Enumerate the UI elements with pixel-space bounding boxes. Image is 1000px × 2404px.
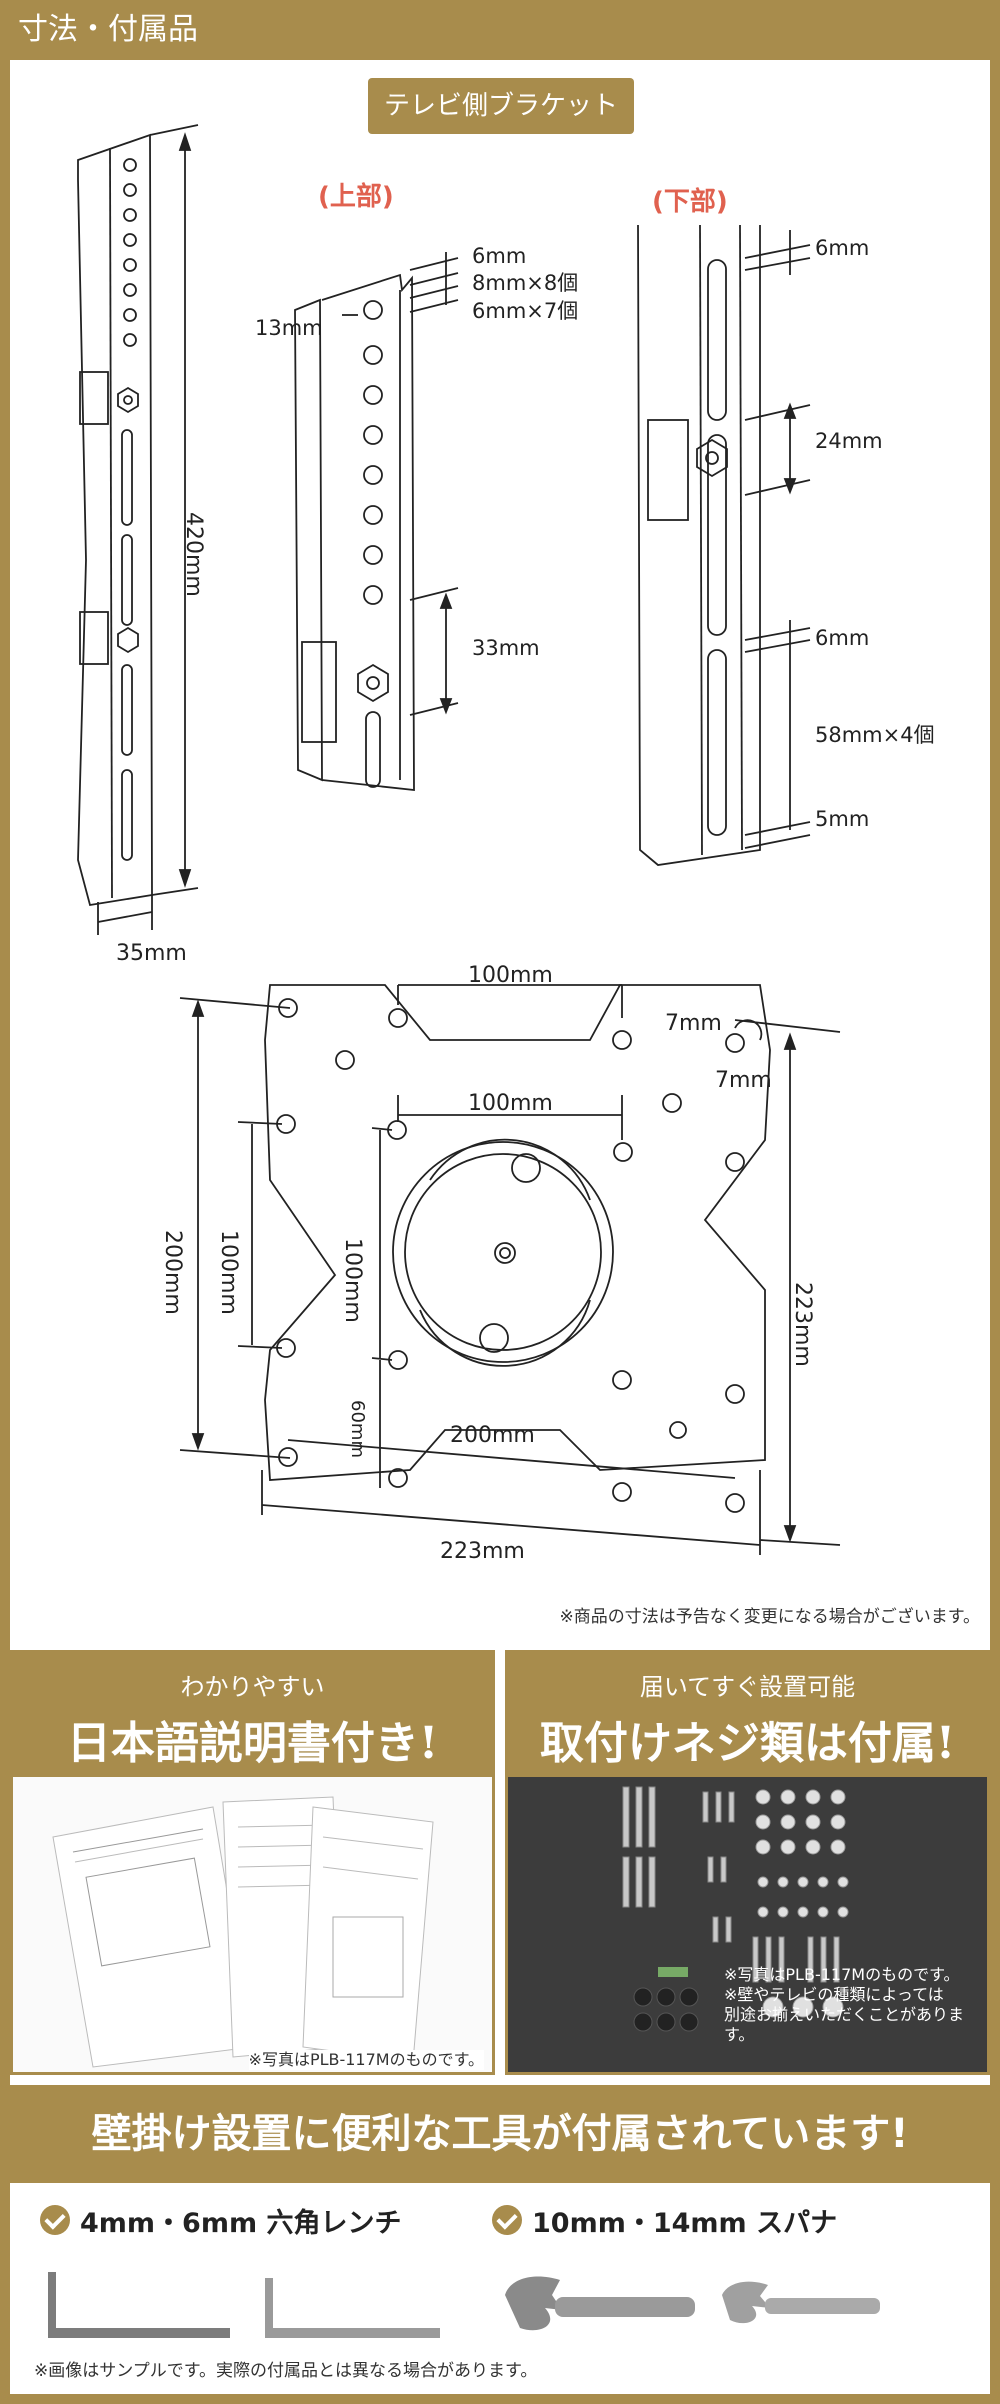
top-dim-6mm: 6mm (472, 244, 526, 268)
bottom-dim-58mm: 58mm×4個 (815, 723, 935, 747)
bottom-dim-6mm-2: 6mm (815, 626, 869, 650)
dimension-drawing: (上部) (下部) 420mm 35mm 6mm 8mm×8個 6mm×7個 1… (77, 124, 935, 1564)
plate-left-inner: 100mm (216, 1230, 241, 1315)
manual-sheet-3 (302, 1806, 434, 2063)
check-icon (492, 2205, 522, 2235)
manual-sheet-1 (52, 1806, 254, 2068)
top-dim-6mm-7: 6mm×7個 (472, 299, 578, 323)
screws-panel-header: 届いてすぐ設置可能 取付けネジ類は付属! (508, 1653, 987, 1777)
bracket-label-pill: テレビ側ブラケット (368, 78, 634, 134)
section-title: 寸法・付属品 (18, 12, 198, 47)
plate-inner-width: 100mm (468, 1091, 553, 1116)
bottom-dim-6mm: 6mm (815, 236, 869, 260)
screws-illustration (622, 1786, 849, 2032)
plate-right-outer: 223mm (790, 1282, 815, 1367)
top-dim-13mm: 13mm (255, 316, 323, 340)
full-width-label: 35mm (116, 941, 187, 966)
plate-top-width: 100mm (468, 963, 553, 988)
screws-panel: 届いてすぐ設置可能 取付けネジ類は付属! (505, 1650, 990, 2075)
vesa-plate-drawing (179, 984, 841, 1555)
top-detail-drawing (294, 252, 459, 792)
plate-corner-h: 7mm (665, 1011, 722, 1036)
level-tool (658, 1967, 688, 1977)
spanner-small-icon (722, 2281, 880, 2324)
full-bracket-drawing (77, 124, 199, 935)
screws-group (622, 1786, 840, 1983)
screws-caption-line-3: 別途お揃えいただくことがあります。 (724, 2005, 965, 2044)
bottom-detail-drawing (637, 224, 811, 866)
screws-caption-line-2: ※壁やテレビの種類によっては (724, 1985, 944, 2004)
screws-caption: ※写真はPLB-117Mのものです。 ※壁やテレビの種類によっては 別途お揃えい… (724, 1965, 987, 2045)
top-dim-33mm: 33mm (472, 636, 540, 660)
plate-center-v: 100mm (340, 1238, 365, 1323)
washers-group (755, 1789, 849, 2018)
manual-panel: わかりやすい 日本語説明書付き! (10, 1650, 495, 2075)
spanner-large-icon (505, 2276, 695, 2331)
screws-photo: ※写真はPLB-117Mのものです。 ※壁やテレビの種類によっては 別途お揃えい… (508, 1777, 987, 2072)
screws-title: 取付けネジ類は付属! (539, 1718, 956, 1769)
hex-wrench-1-icon (48, 2272, 230, 2338)
screws-caption-line-1: ※写真はPLB-117Mのものです。 (724, 1965, 960, 1984)
manual-photo: ※写真はPLB-117Mのものです。 (13, 1777, 492, 2072)
manual-title: 日本語説明書付き! (66, 1718, 439, 1769)
footnote: ※画像はサンプルです。実際の付属品とは異なる場合があります。 (34, 2361, 538, 2381)
plate-bottom-inner: 200mm (450, 1423, 535, 1448)
spacers-group (633, 1987, 699, 2032)
tool-item-spanner: 10mm・14mm スパナ (492, 2200, 837, 2240)
top-dim-8mm: 8mm×8個 (472, 271, 578, 295)
manual-caption: ※写真はPLB-117Mのものです。 (248, 2050, 484, 2070)
plate-small-v: 60mm (347, 1400, 368, 1458)
manual-illustration (52, 1796, 434, 2068)
plate-left-outer: 200mm (160, 1230, 185, 1315)
bracket-label: テレビ側ブラケット (383, 91, 618, 121)
full-height-label: 420mm (181, 512, 206, 597)
bottom-dim-24mm: 24mm (815, 429, 883, 453)
manual-panel-header: わかりやすい 日本語説明書付き! (13, 1653, 492, 1777)
dimension-note: ※商品の寸法は予告なく変更になる場合がございます。 (559, 1607, 980, 1627)
header-band: 寸法・付属品 (0, 0, 1000, 60)
hex-wrench-2-icon (265, 2278, 440, 2338)
tools-heading-band: 壁掛け設置に便利な工具が付属されています! (10, 2085, 990, 2183)
tool-item-spanner-label: 10mm・14mm スパナ (532, 2207, 838, 2239)
tools-illustration (48, 2272, 880, 2338)
tool-item-hex-wrench: 4mm・6mm 六角レンチ (40, 2200, 402, 2240)
manual-subtitle: わかりやすい (180, 1673, 325, 1701)
tools-heading: 壁掛け設置に便利な工具が付属されています! (91, 2111, 909, 2157)
check-icon (40, 2205, 70, 2235)
plate-corner-v: 7mm (715, 1068, 772, 1093)
bottom-part-label: (下部) (652, 187, 728, 217)
top-part-label: (上部) (318, 182, 394, 212)
tool-item-hex-wrench-label: 4mm・6mm 六角レンチ (80, 2207, 402, 2239)
screws-subtitle: 届いてすぐ設置可能 (639, 1673, 856, 1701)
plate-bottom-outer: 223mm (440, 1539, 525, 1564)
bottom-dim-5mm: 5mm (815, 807, 869, 831)
